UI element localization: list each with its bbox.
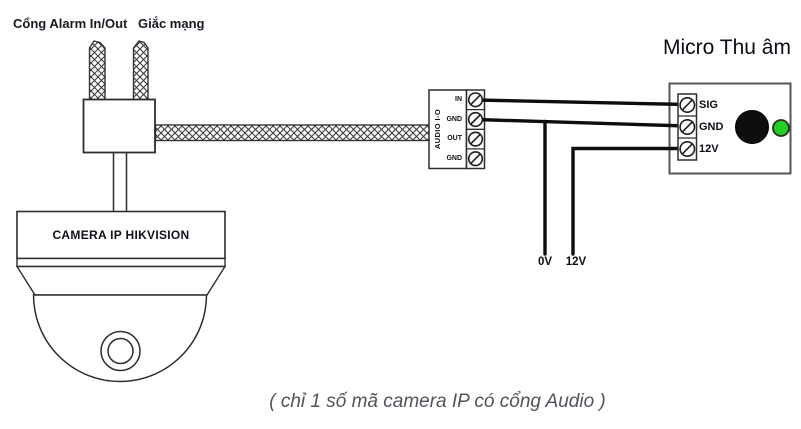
mic-screw-terminals (677, 93, 698, 161)
camera-stem (112, 152, 128, 212)
power-0v-label: 0V (537, 256, 553, 268)
camera-label: CAMERA IP HIKVISION (52, 228, 190, 242)
audio-terminal-gnd2: GND (446, 154, 462, 162)
audio-terminal-in: IN (455, 96, 462, 103)
mic-led (772, 119, 790, 137)
camera-base (16, 210, 226, 260)
audio-terminal-out: OUT (447, 135, 462, 142)
wire-gnd-gnd (474, 117, 689, 128)
audio-screw-terminals (466, 92, 485, 167)
audio-terminal-gnd1: GND (446, 115, 462, 123)
mic-terminal-12v: 12V (699, 143, 719, 155)
network-jack-label: Giắc mạng (138, 16, 205, 31)
audio-cable (154, 124, 431, 142)
wires (474, 98, 689, 256)
mic-terminal-sig: SIG (699, 99, 718, 111)
camera-shoulder (15, 265, 227, 296)
junction-box (82, 98, 156, 154)
camera-lens (100, 330, 141, 372)
wire-in-sig (474, 98, 689, 107)
mic-terminal-gnd: GND (699, 121, 724, 133)
alarm-port-label: Cổng Alarm In/Out (13, 16, 128, 31)
network-cable (132, 40, 149, 101)
alarm-cable (88, 40, 106, 101)
wire-12v (571, 146, 689, 256)
mic-capsule (735, 110, 769, 144)
camera-trim-band (16, 257, 226, 268)
diagram-caption: ( chỉ 1 số mã camera IP có cổng Audio ) (269, 391, 606, 412)
mic-title: Micro Thu âm (663, 36, 791, 59)
power-12v-label: 12V (565, 256, 587, 268)
audio-block-body (428, 89, 468, 170)
